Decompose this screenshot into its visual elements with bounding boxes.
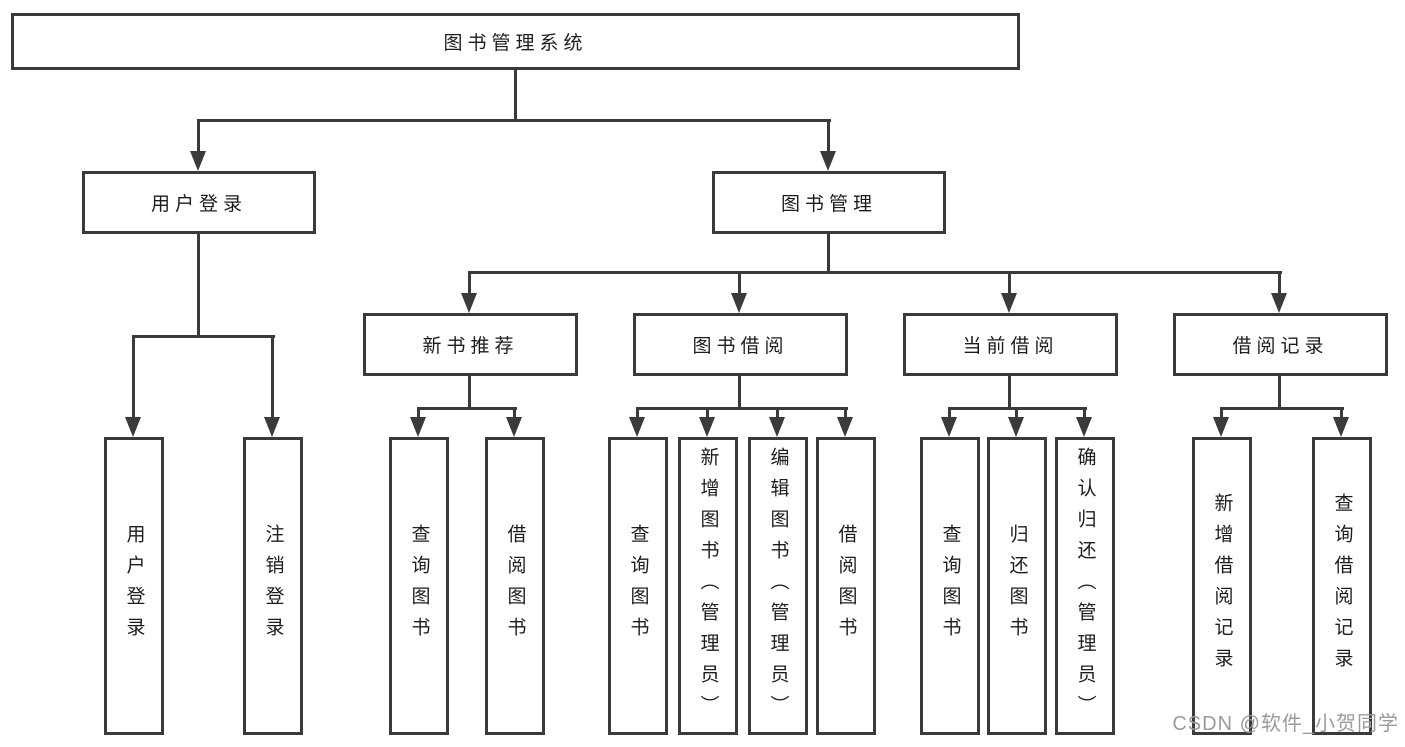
connector-bar (636, 407, 848, 410)
connector-stem (1008, 376, 1011, 410)
leaf-borrow-edit-books-admin-label: 编辑图书（管理员） (767, 446, 789, 726)
node-current-borrow-label: 当前借阅 (962, 336, 1059, 357)
leaf-recommend-borrow-books: 借阅图书 (485, 437, 545, 735)
arrowhead-down-icon (125, 417, 141, 437)
leaf-records-query-record-label: 查询借阅记录 (1331, 493, 1353, 679)
leaf-records-add-record: 新增借阅记录 (1192, 437, 1252, 735)
arrowhead-down-icon (1213, 417, 1229, 437)
node-root: 图书管理系统 (11, 13, 1020, 70)
connector-bar (197, 119, 831, 122)
leaf-borrow-add-books-admin-label: 新增图书（管理员） (697, 446, 719, 726)
connector-drop (738, 271, 741, 295)
arrowhead-down-icon (837, 417, 853, 437)
node-new-book-recommend-label: 新书推荐 (422, 336, 519, 357)
leaf-current-confirm-return-admin-label: 确认归还（管理员） (1074, 446, 1096, 726)
node-user-login-label: 用户登录 (150, 194, 247, 215)
leaf-logout-login: 注销登录 (243, 437, 303, 735)
arrowhead-down-icon (461, 293, 477, 313)
node-book-management-label: 图书管理 (780, 194, 877, 215)
arrowhead-down-icon (506, 417, 522, 437)
connector-drop (1015, 407, 1018, 419)
node-user-login: 用户登录 (82, 171, 316, 234)
leaf-borrow-borrow-books-label: 借阅图书 (835, 524, 857, 648)
leaf-current-return-books-label: 归还图书 (1006, 524, 1028, 648)
leaf-borrow-edit-books-admin: 编辑图书（管理员） (748, 437, 808, 735)
connector-stem (827, 234, 830, 274)
leaf-current-query-books: 查询图书 (920, 437, 980, 735)
node-book-borrow-label: 图书借阅 (692, 336, 789, 357)
connector-drop (636, 407, 639, 419)
leaf-records-query-record: 查询借阅记录 (1312, 437, 1372, 735)
connector-stem (468, 376, 471, 410)
connector-bar (132, 335, 275, 338)
arrowhead-down-icon (1076, 417, 1092, 437)
leaf-recommend-query-books: 查询图书 (389, 437, 449, 735)
arrowhead-down-icon (410, 417, 426, 437)
node-new-book-recommend: 新书推荐 (363, 313, 578, 376)
node-current-borrow: 当前借阅 (903, 313, 1118, 376)
connector-drop (1008, 271, 1011, 295)
connector-drop (417, 407, 420, 419)
connector-drop (197, 119, 200, 153)
leaf-recommend-borrow-books-label: 借阅图书 (504, 524, 526, 648)
arrowhead-down-icon (629, 417, 645, 437)
leaf-borrow-borrow-books: 借阅图书 (816, 437, 876, 735)
connector-drop (776, 407, 779, 419)
arrowhead-down-icon (1271, 293, 1287, 313)
leaf-current-query-books-label: 查询图书 (939, 524, 961, 648)
node-book-borrow: 图书借阅 (633, 313, 848, 376)
leaf-current-confirm-return-admin: 确认归还（管理员） (1055, 437, 1115, 735)
connector-bar (417, 407, 517, 410)
connector-drop (468, 271, 471, 295)
arrowhead-down-icon (769, 417, 785, 437)
connector-stem (197, 234, 200, 338)
leaf-borrow-add-books-admin: 新增图书（管理员） (678, 437, 738, 735)
connector-drop (1220, 407, 1223, 419)
connector-drop (1340, 407, 1343, 419)
leaf-current-return-books: 归还图书 (987, 437, 1047, 735)
connector-drop (513, 407, 516, 419)
connector-drop (271, 335, 274, 419)
node-borrow-records-label: 借阅记录 (1232, 336, 1329, 357)
arrowhead-down-icon (820, 151, 836, 171)
node-borrow-records: 借阅记录 (1173, 313, 1388, 376)
connector-drop (132, 335, 135, 419)
node-book-management: 图书管理 (712, 171, 946, 234)
leaf-recommend-query-books-label: 查询图书 (408, 524, 430, 648)
leaf-records-add-record-label: 新增借阅记录 (1211, 493, 1233, 679)
arrowhead-down-icon (1001, 293, 1017, 313)
connector-drop (844, 407, 847, 419)
csdn-watermark: CSDN @软件_小贺同学 (1172, 713, 1399, 735)
connector-bar (1220, 407, 1344, 410)
arrowhead-down-icon (264, 417, 280, 437)
arrowhead-down-icon (941, 417, 957, 437)
connector-stem (1278, 376, 1281, 410)
arrowhead-down-icon (731, 293, 747, 313)
connector-drop (1278, 271, 1281, 295)
connector-drop (706, 407, 709, 419)
connector-drop (948, 407, 951, 419)
connector-bar (468, 271, 1282, 274)
leaf-user-login-label: 用户登录 (123, 524, 145, 648)
connector-stem (738, 376, 741, 410)
node-root-label: 图书管理系统 (443, 33, 588, 54)
connector-drop (1083, 407, 1086, 419)
connector-stem (514, 70, 517, 122)
leaf-logout-login-label: 注销登录 (262, 524, 284, 648)
connector-drop (827, 119, 830, 153)
leaf-borrow-query-books-label: 查询图书 (627, 524, 649, 648)
leaf-user-login: 用户登录 (104, 437, 164, 735)
arrowhead-down-icon (1008, 417, 1024, 437)
arrowhead-down-icon (1333, 417, 1349, 437)
arrowhead-down-icon (699, 417, 715, 437)
arrowhead-down-icon (190, 151, 206, 171)
leaf-borrow-query-books: 查询图书 (608, 437, 668, 735)
